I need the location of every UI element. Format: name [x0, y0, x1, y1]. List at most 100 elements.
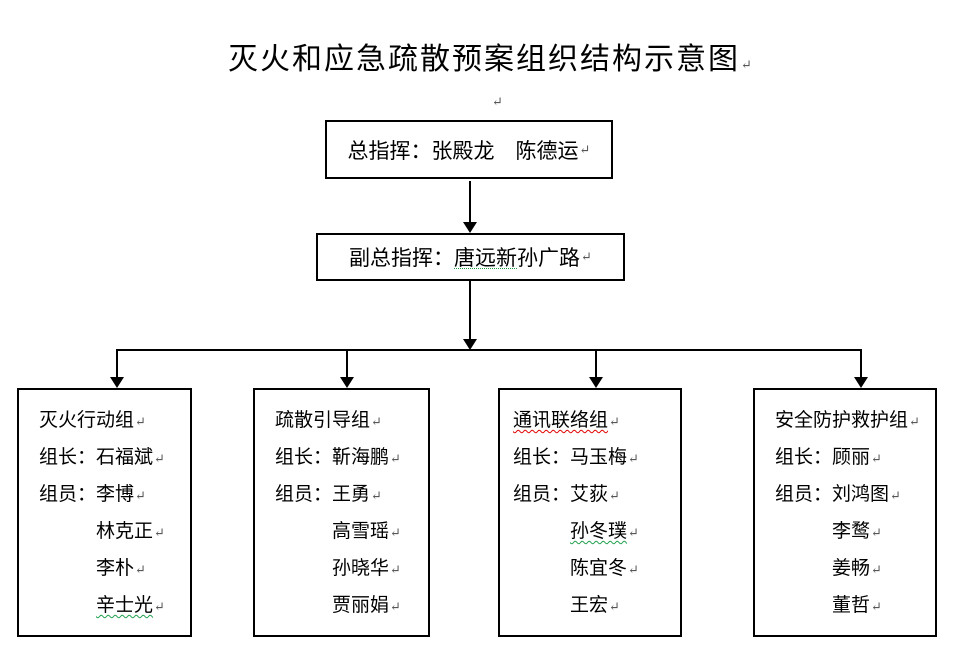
group-member-line: 姜畅↵ — [775, 550, 935, 587]
deputy-name-1: 唐远新 — [454, 246, 518, 270]
group-member-line: 组员：王勇↵ — [275, 476, 428, 513]
group-member: 董哲 — [832, 595, 871, 616]
group-member: 组员：刘鸿图 — [775, 484, 890, 505]
group-member-line: 孙晓华↵ — [275, 550, 428, 587]
group-name-line: 灭火行动组↵ — [39, 402, 190, 439]
arrow-head-icon — [110, 377, 124, 388]
group-member: 林克正 — [96, 521, 154, 542]
group-member-line: 辛士光↵ — [39, 587, 190, 624]
group-member: 姜畅 — [832, 558, 871, 579]
group-leader-line: 组长：马玉梅↵ — [513, 439, 680, 476]
group-member-line: 陈宜冬↵ — [513, 550, 680, 587]
group-member-line: 孙冬璞↵ — [513, 513, 680, 550]
paragraph-mark: ↵ — [890, 488, 901, 503]
deputy-label: 副总指挥： — [349, 246, 455, 270]
group-name-line: 安全防护救护组↵ — [775, 402, 935, 439]
paragraph-mark: ↵ — [581, 249, 592, 264]
group-member-line: 李鹜↵ — [775, 513, 935, 550]
group-member-line: 组员：李博↵ — [39, 476, 190, 513]
paragraph-mark: ↵ — [909, 414, 920, 429]
group-member: 王宏 — [570, 595, 609, 616]
group-name: 安全防护救护组 — [775, 410, 909, 431]
group-member-line: 董哲↵ — [775, 587, 935, 624]
arrow-head-icon — [340, 377, 354, 388]
connector-line — [469, 181, 471, 222]
paragraph-mark: ↵ — [871, 451, 882, 466]
group-member: 辛士光 — [96, 595, 154, 616]
group-box-fire-action: 灭火行动组↵ 组长：石福斌↵ 组员：李博↵ 林克正↵ 李朴↵ 辛士光↵ — [17, 388, 192, 637]
paragraph-mark: ↵ — [154, 525, 165, 540]
paragraph-mark: ↵ — [741, 57, 752, 72]
paragraph-mark: ↵ — [628, 451, 639, 466]
paragraph-mark: ↵ — [390, 562, 401, 577]
connector-line — [469, 281, 471, 339]
group-name: 通讯联络组 — [513, 410, 609, 431]
group-box-safety-rescue: 安全防护救护组↵ 组长：顾丽↵ 组员：刘鸿图↵ 李鹜↵ 姜畅↵ 董哲↵ — [753, 388, 937, 637]
group-member: 陈宜冬 — [570, 558, 628, 579]
paragraph-mark: ↵ — [135, 488, 146, 503]
branch-line — [116, 349, 862, 351]
group-member: 李朴 — [96, 558, 135, 579]
group-member: 贾丽娟 — [332, 595, 390, 616]
paragraph-mark: ↵ — [871, 562, 882, 577]
group-member-line: 贾丽娟↵ — [275, 587, 428, 624]
group-leader: 组长：马玉梅 — [513, 447, 628, 468]
arrow-head-icon — [589, 377, 603, 388]
group-member: 李鹜 — [832, 521, 871, 542]
paragraph-mark: ↵ — [154, 451, 165, 466]
group-member: 组员：李博 — [39, 484, 135, 505]
group-member-line: 组员：刘鸿图↵ — [775, 476, 935, 513]
connector-line — [860, 349, 862, 377]
deputy-name-2: 孙广路 — [517, 246, 581, 270]
arrow-head-icon — [463, 222, 477, 233]
group-name-line: 通讯联络组↵ — [513, 402, 680, 439]
connector-line — [595, 349, 597, 377]
group-member: 高雪瑶 — [332, 521, 390, 542]
paragraph-mark: ↵ — [579, 141, 591, 157]
paragraph-mark: ↵ — [871, 525, 882, 540]
paragraph-mark: ↵ — [371, 488, 382, 503]
group-leader: 组长：石福斌 — [39, 447, 154, 468]
commander-label: 总指挥：张殿龙 陈德运 — [347, 138, 579, 163]
page-title-text: 灭火和应急疏散预案组织结构示意图 — [228, 43, 741, 76]
paragraph-mark: ↵ — [492, 94, 503, 109]
paragraph-mark: ↵ — [871, 599, 882, 614]
group-member: 组员：王勇 — [275, 484, 371, 505]
group-member-line: 王宏↵ — [513, 587, 680, 624]
arrow-head-icon — [463, 339, 477, 350]
group-leader-line: 组长：石福斌↵ — [39, 439, 190, 476]
group-member: 孙晓华 — [332, 558, 390, 579]
paragraph-mark: ↵ — [628, 525, 639, 540]
group-name: 疏散引导组 — [275, 410, 371, 431]
group-box-evacuation-guidance: 疏散引导组↵ 组长：靳海鹏↵ 组员：王勇↵ 高雪瑶↵ 孙晓华↵ 贾丽娟↵ — [253, 388, 430, 637]
deputy-commander-box: 副总指挥：唐远新 孙广路↵ — [316, 233, 625, 281]
group-member-line: 李朴↵ — [39, 550, 190, 587]
page-title: 灭火和应急疏散预案组织结构示意图↵ — [0, 34, 980, 78]
paragraph-mark: ↵ — [135, 414, 146, 429]
paragraph-mark: ↵ — [371, 414, 382, 429]
group-member-line: 组员：艾荻↵ — [513, 476, 680, 513]
group-leader-line: 组长：靳海鹏↵ — [275, 439, 428, 476]
paragraph-mark: ↵ — [390, 451, 401, 466]
group-member-line: 高雪瑶↵ — [275, 513, 428, 550]
paragraph-mark: ↵ — [390, 525, 401, 540]
paragraph-mark: ↵ — [628, 562, 639, 577]
group-leader-line: 组长：顾丽↵ — [775, 439, 935, 476]
connector-line — [116, 349, 118, 377]
paragraph-mark: ↵ — [609, 414, 620, 429]
paragraph-mark: ↵ — [609, 599, 620, 614]
connector-line — [346, 349, 348, 377]
arrow-head-icon — [854, 377, 868, 388]
commander-box: 总指挥：张殿龙 陈德运↵ — [325, 120, 613, 179]
group-leader: 组长：靳海鹏 — [275, 447, 390, 468]
group-name: 灭火行动组 — [39, 410, 135, 431]
paragraph-mark: ↵ — [135, 562, 146, 577]
paragraph-mark: ↵ — [154, 599, 165, 614]
group-member: 孙冬璞 — [570, 521, 628, 542]
group-member: 组员：艾荻 — [513, 484, 609, 505]
group-box-communication-liaison: 通讯联络组↵ 组长：马玉梅↵ 组员：艾荻↵ 孙冬璞↵ 陈宜冬↵ 王宏↵ — [498, 388, 682, 637]
group-member-line: 林克正↵ — [39, 513, 190, 550]
group-leader: 组长：顾丽 — [775, 447, 871, 468]
paragraph-mark: ↵ — [390, 599, 401, 614]
